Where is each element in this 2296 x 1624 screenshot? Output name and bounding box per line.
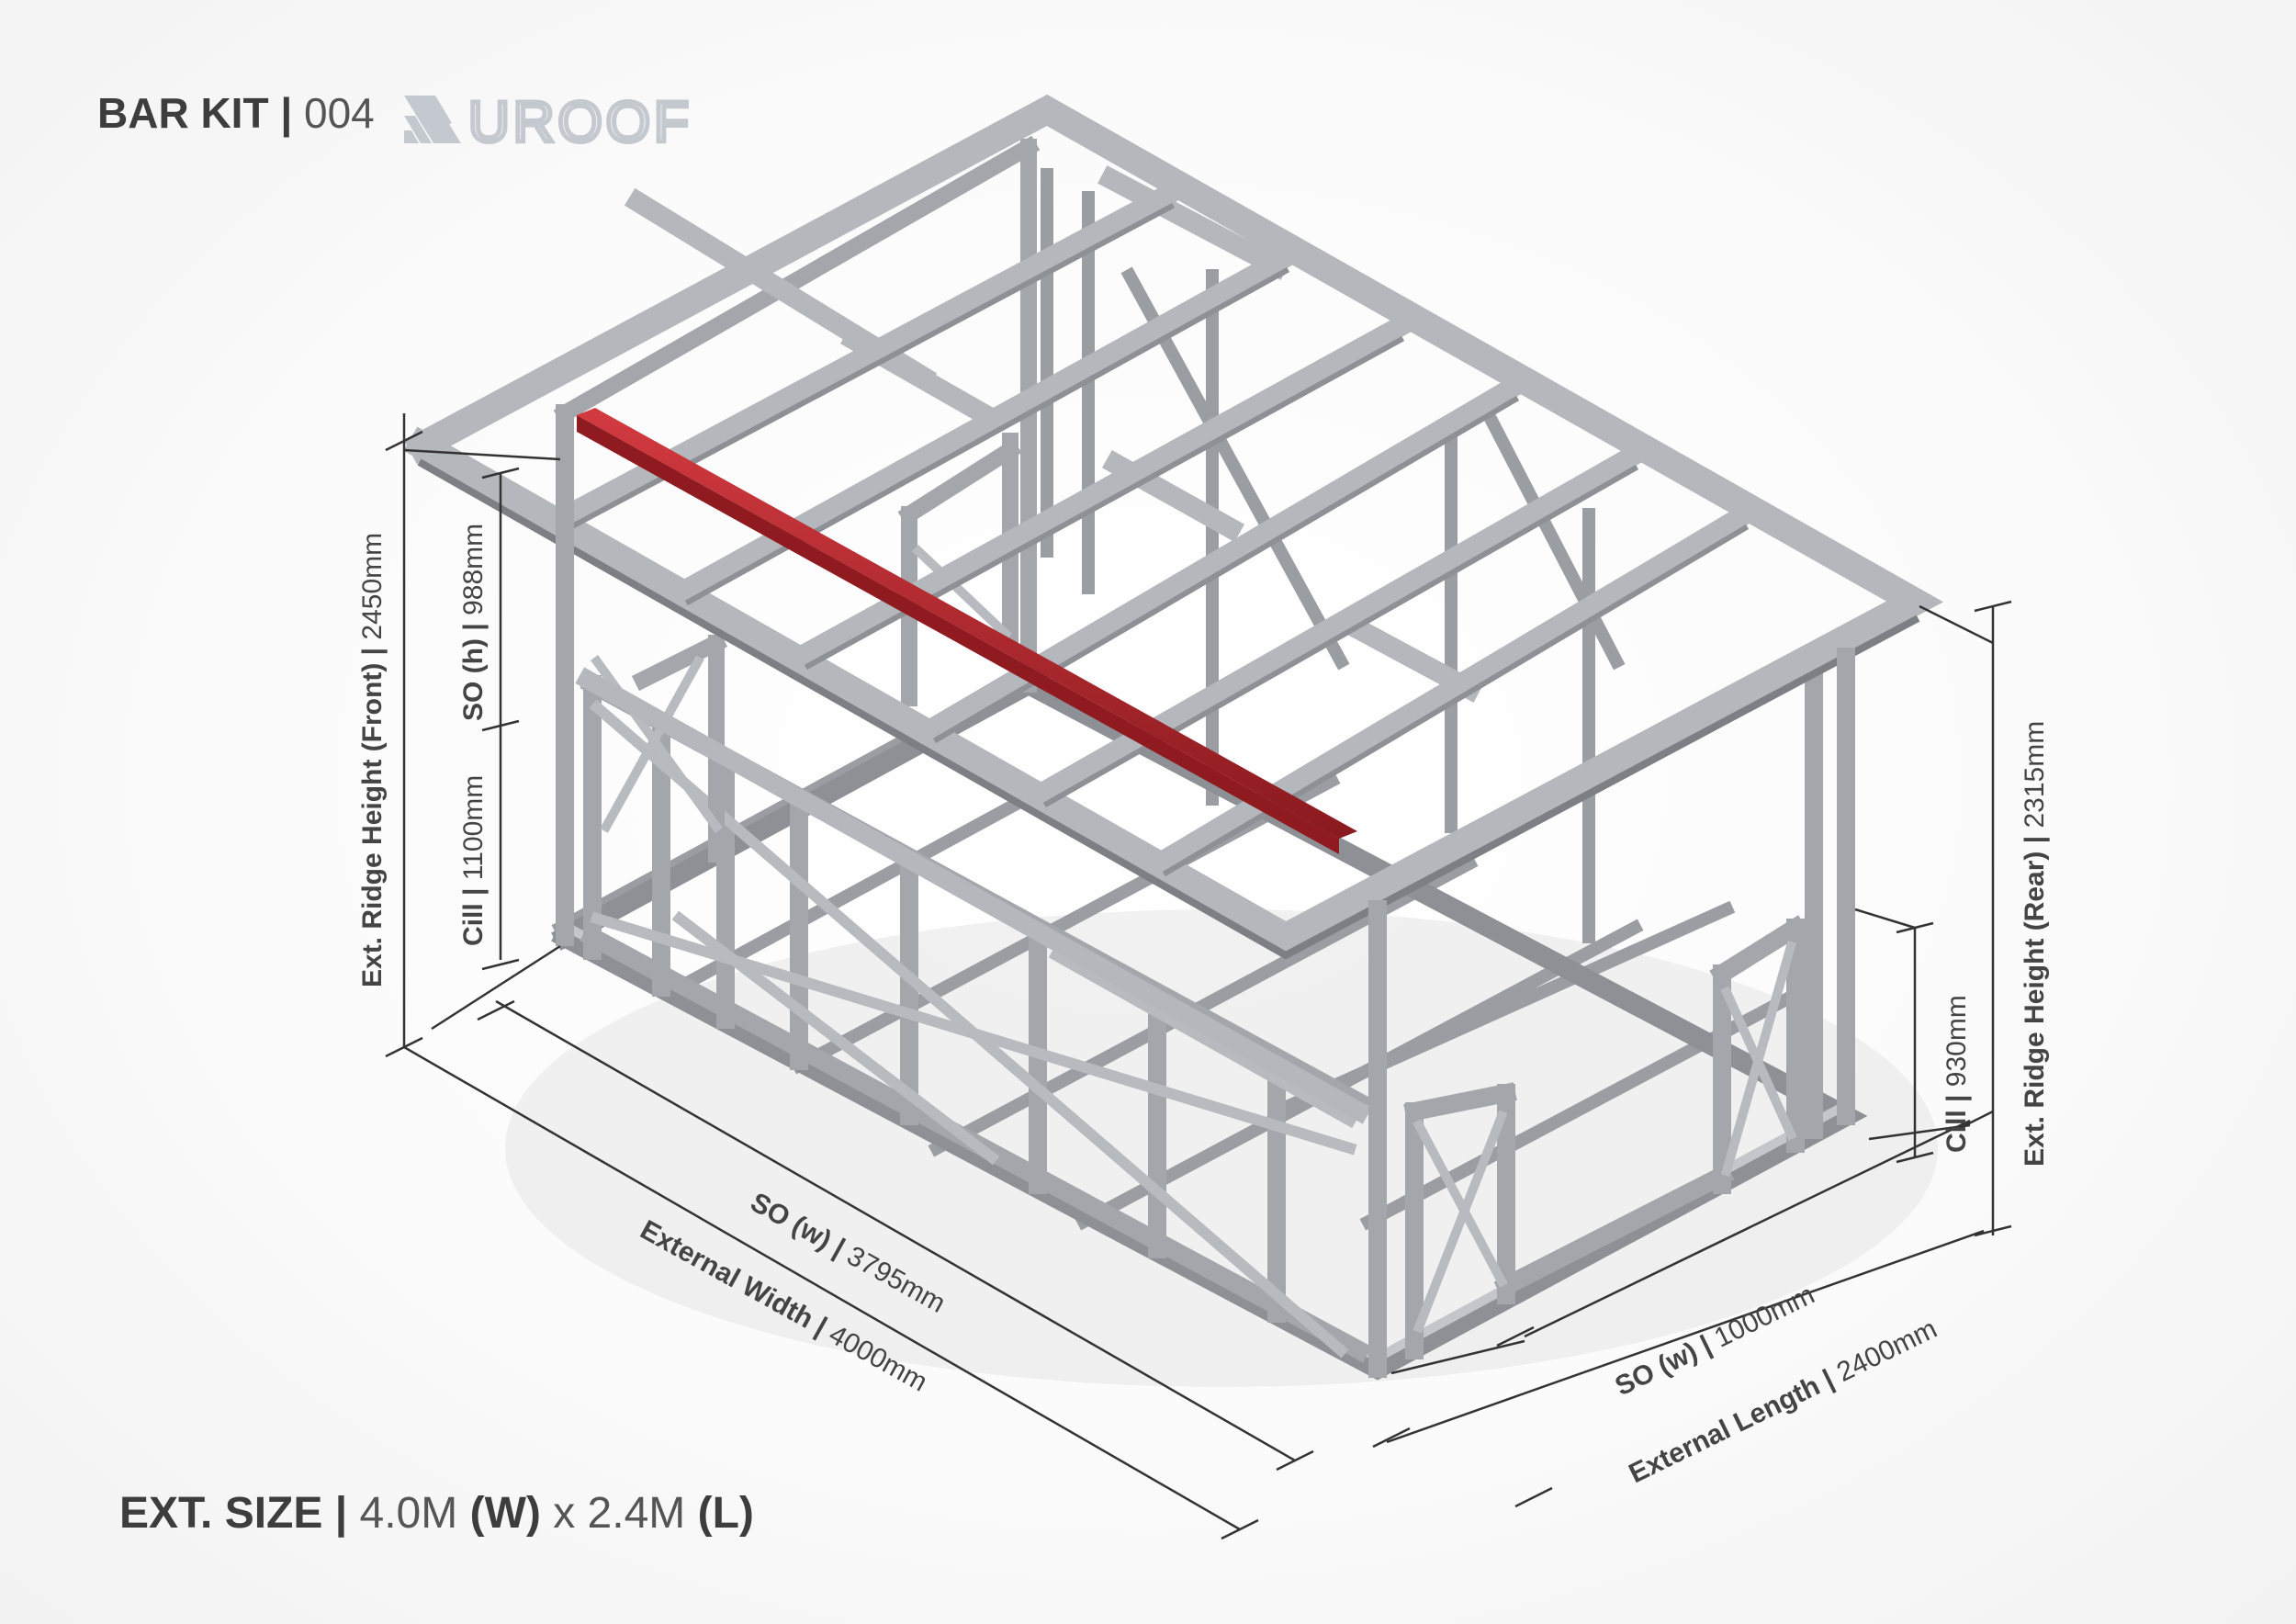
width-value: 4.0M xyxy=(359,1489,458,1538)
ridge-beam xyxy=(577,408,1357,854)
times-sign: x xyxy=(553,1489,576,1538)
brand-logo: UROOF xyxy=(404,89,692,151)
rear-height-label: Ext. Ridge Height (Rear) | 2315mm xyxy=(2020,721,2050,1167)
brand-name: UROOF xyxy=(468,91,692,151)
length-tag: (L) xyxy=(697,1489,754,1538)
kit-number: 004 xyxy=(303,89,375,137)
external-length-label: External Length | 2400mm xyxy=(1625,1314,1942,1489)
logo-stripes-icon xyxy=(404,96,461,143)
title-separator: | xyxy=(280,89,293,137)
width-tag: (W) xyxy=(469,1489,541,1538)
length-value: 2.4M xyxy=(587,1489,686,1538)
front-cill-label: Cill | 1100mm xyxy=(458,775,489,946)
dimension-lines xyxy=(385,413,2012,1540)
front-height-label: Ext. Ridge Height (Front) | 2450mm xyxy=(357,533,388,987)
external-size-summary: EXT. SIZE | 4.0M (W) x 2.4M (L) xyxy=(119,1488,754,1539)
size-separator: | xyxy=(334,1489,348,1538)
steel-frame xyxy=(403,94,1944,1381)
kit-label: BAR KIT xyxy=(97,89,269,137)
page-title: BAR KIT | 004 xyxy=(97,88,375,138)
size-label: EXT. SIZE xyxy=(119,1489,323,1538)
front-so-h-label: SO (h) | 988mm xyxy=(458,524,489,721)
rear-cill-label: Cill | 930mm xyxy=(1941,995,1972,1153)
